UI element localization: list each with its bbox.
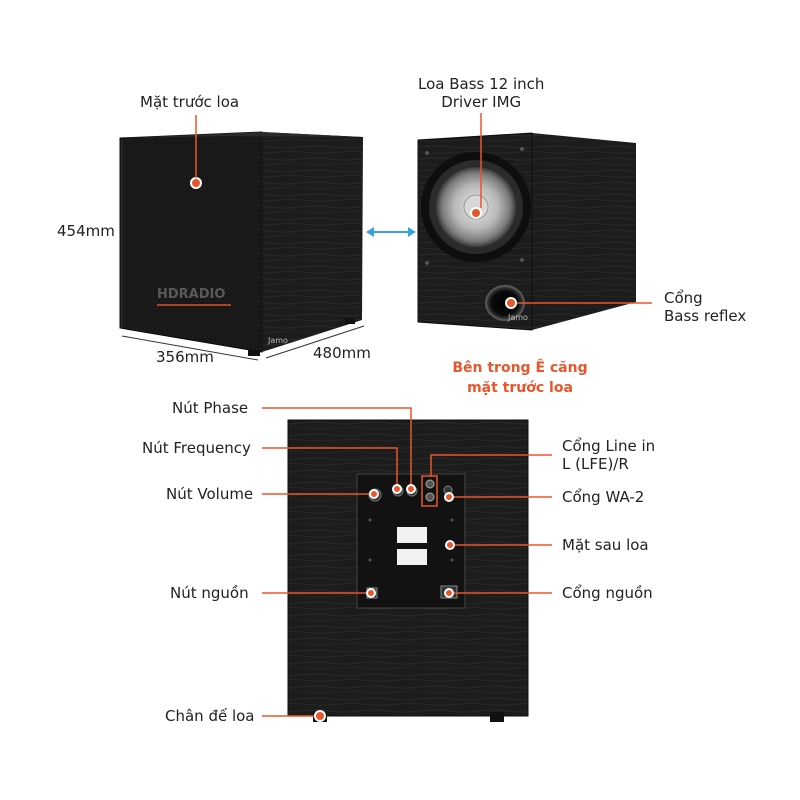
depth-dim-line — [265, 325, 365, 359]
front-brand-logo: Jamo — [267, 336, 288, 345]
rear-callout-markers — [314, 484, 455, 722]
front-speaker: Jamo HDRADIO — [119, 131, 363, 356]
label-wa2: Cổng WA-2 — [562, 488, 645, 506]
label-phase: Nút Phase — [172, 399, 249, 417]
rear-speaker — [287, 419, 529, 722]
rear-callout-lines — [262, 407, 552, 717]
wa2-port-marker — [444, 492, 454, 502]
front-grille-marker — [190, 177, 202, 189]
inner-speaker: Jamo — [417, 132, 636, 331]
foot-marker — [314, 710, 326, 722]
port-marker — [505, 297, 517, 309]
volume-knob-marker — [369, 489, 379, 499]
width-dim-line — [121, 335, 259, 361]
label-back-panel: Mặt sau loa — [562, 536, 649, 554]
label-power-switch: Nút nguồn — [170, 584, 249, 602]
inner-brand-logo: Jamo — [507, 313, 528, 322]
depth-dim-label: 480mm — [313, 344, 371, 362]
label-volume: Nút Volume — [166, 485, 254, 503]
inner-note: Bên trong Ê căng mặt trước loa — [452, 360, 588, 396]
power-switch-marker — [366, 588, 376, 598]
width-dim-label: 356mm — [156, 348, 214, 366]
front-label: Mặt trước loa — [140, 93, 240, 111]
driver-label: Loa Bass 12 inch Driver IMG — [418, 75, 545, 111]
label-line-in: Cổng Line in L (LFE)/R — [562, 437, 656, 473]
height-dim-label: 454mm — [57, 222, 115, 240]
driver-marker — [470, 207, 482, 219]
back-panel-marker — [445, 540, 455, 550]
port-label: Cổng Bass reflex — [664, 289, 747, 325]
frequency-knob-marker — [392, 484, 402, 494]
label-foot: Chân đế loa — [165, 707, 255, 725]
phase-knob-marker — [406, 484, 416, 494]
watermark: HDRADIO — [157, 287, 225, 302]
power-port-marker — [444, 588, 454, 598]
label-frequency: Nút Frequency — [142, 439, 251, 457]
label-power-port: Cổng nguồn — [562, 584, 653, 602]
view-swap-arrow — [366, 227, 416, 237]
